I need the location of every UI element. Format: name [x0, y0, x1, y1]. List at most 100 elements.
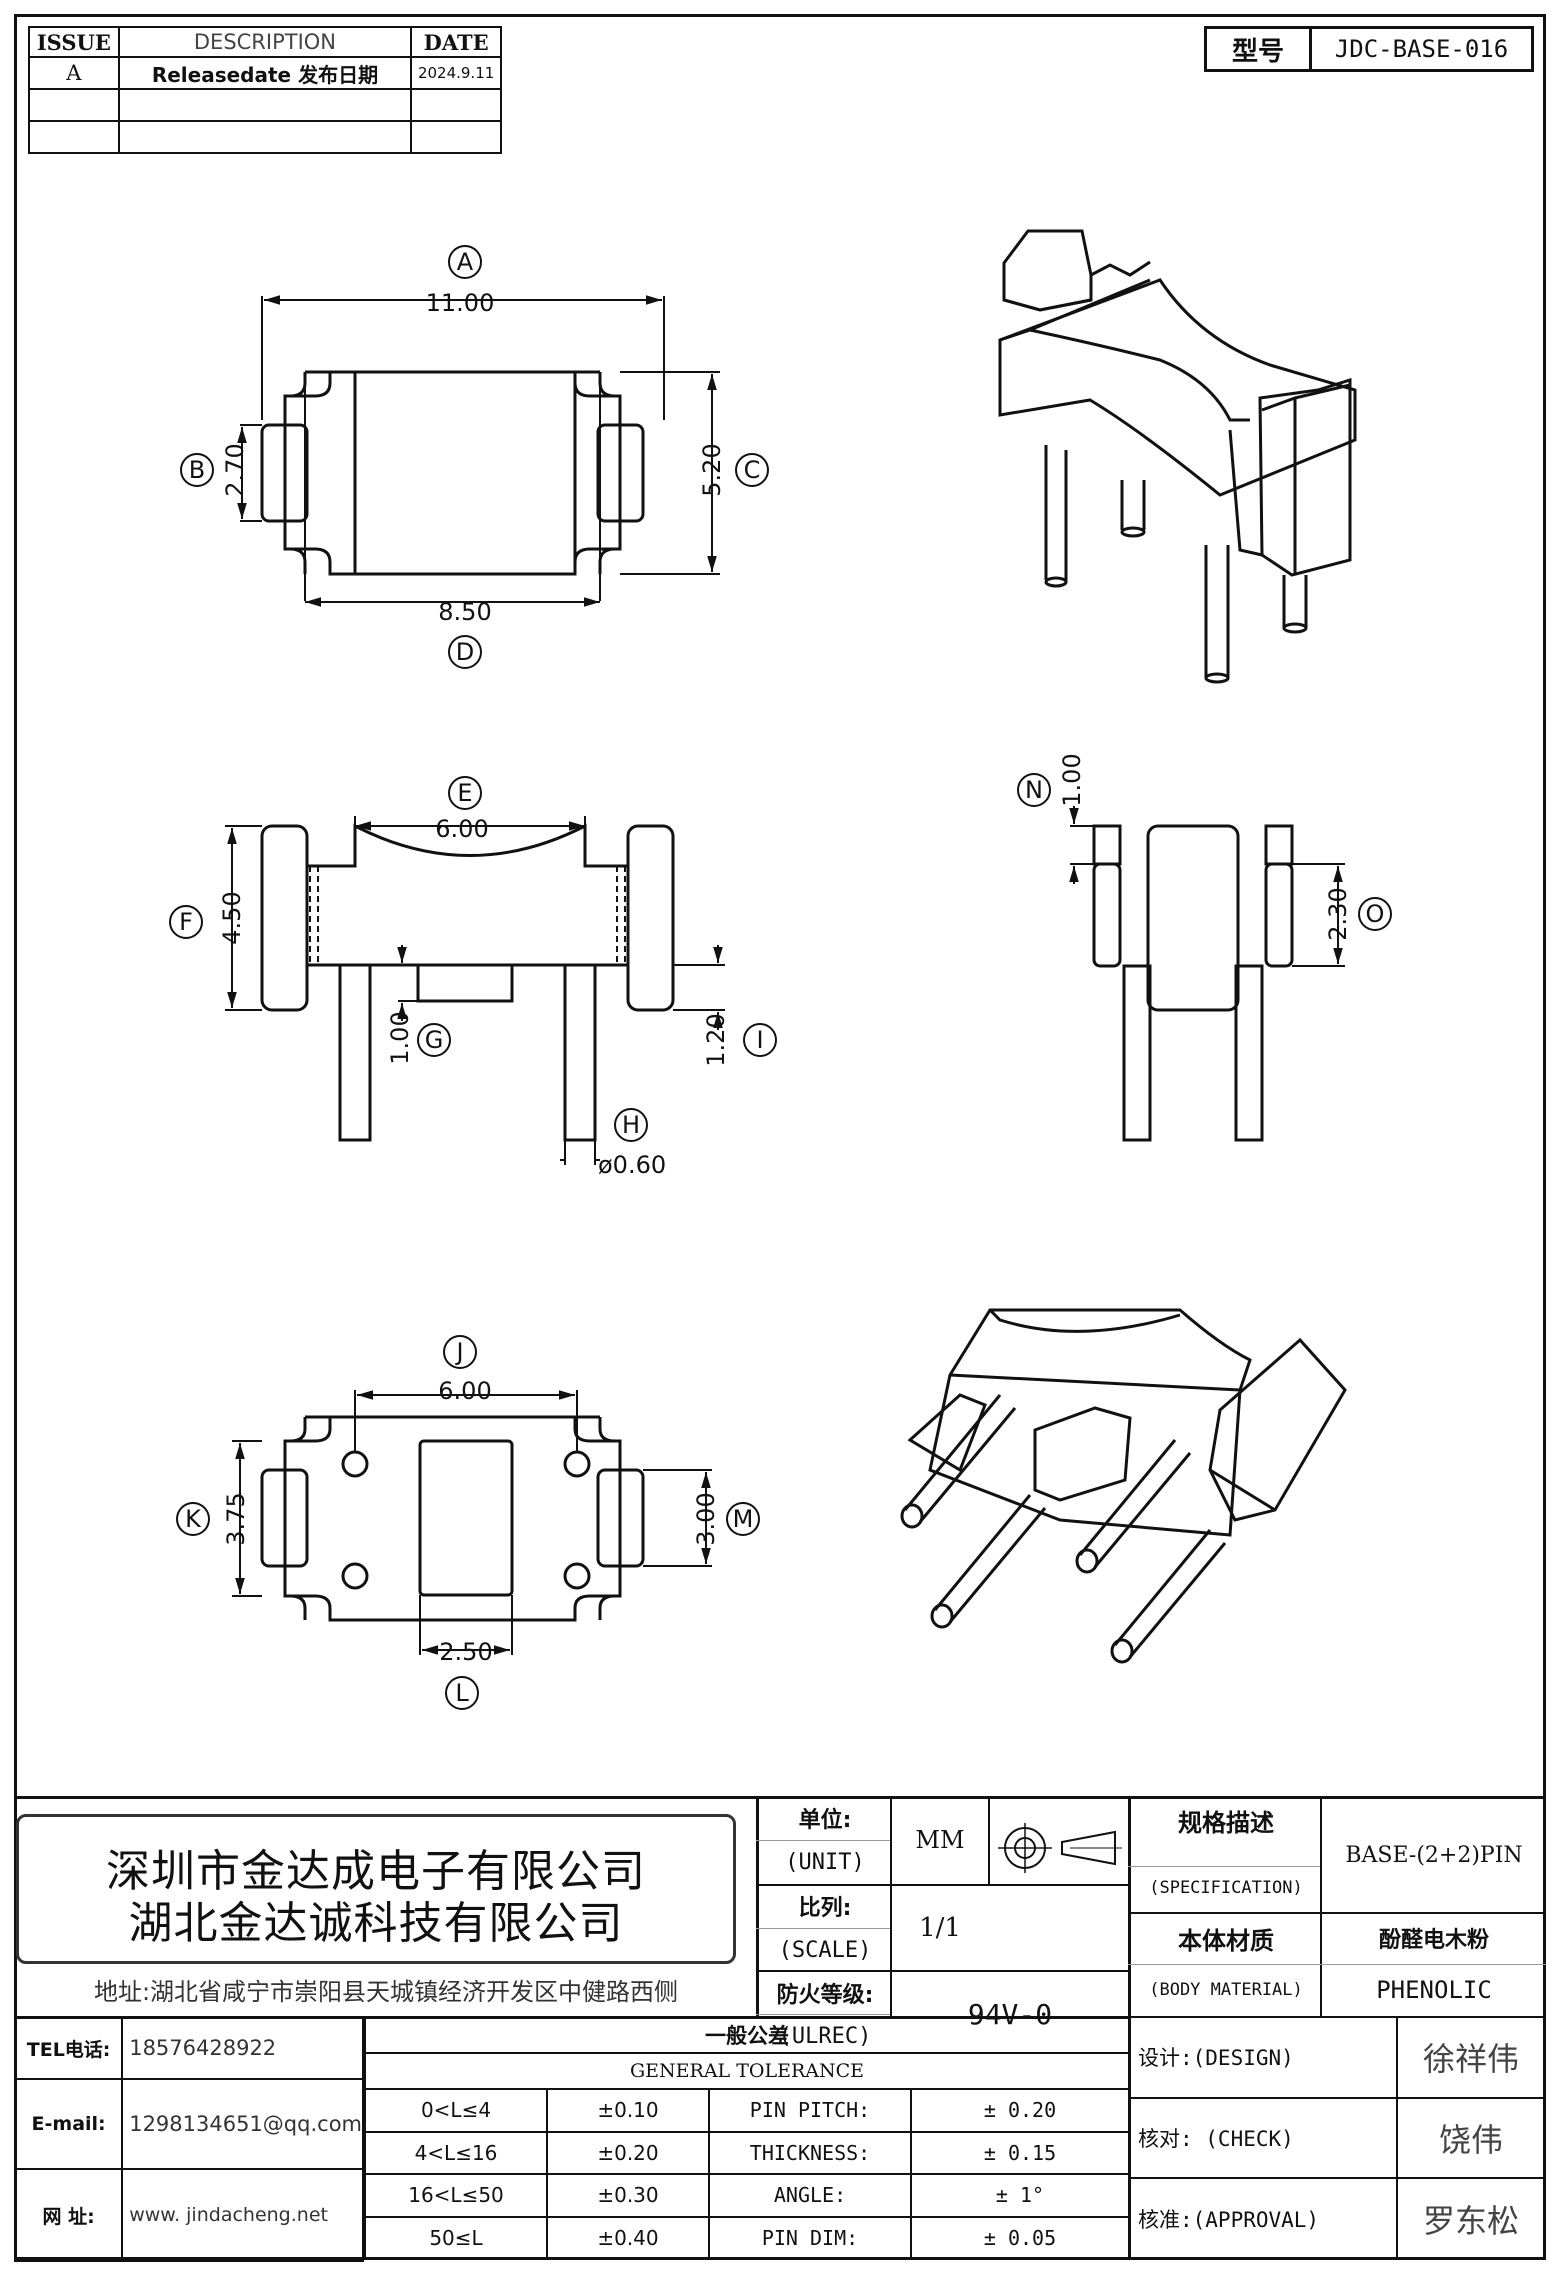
tolerance-title-cn: 一般公差	[364, 2016, 1130, 2054]
rev-row1-date: 2024.9.11	[410, 56, 502, 90]
tolerance-title-en: GENERAL TOLERANCE	[364, 2052, 1130, 2090]
approval-value: 罗东松	[1396, 2177, 1546, 2260]
dim-B-value: 2.70	[221, 443, 249, 496]
rev-row3-description	[117, 120, 413, 154]
signature-table: 设计:(DESIGN) 徐祥伟 核对: (CHECK) 饶伟 核准:(APPRO…	[1128, 2016, 1546, 2260]
tol-row3-item: ANGLE:	[708, 2173, 912, 2218]
hline-3	[756, 1840, 890, 1841]
hline-8	[1128, 1866, 1320, 1867]
tol-row3-range: 16<L≤50	[364, 2173, 548, 2218]
divider-3	[988, 1796, 990, 1884]
rev-header-description: DESCRIPTION	[117, 26, 413, 58]
top-view	[260, 370, 645, 601]
tolerance-table: 一般公差 GENERAL TOLERANCE 0<L≤4 ±0.10 PIN P…	[364, 2016, 1130, 2260]
dim-N-letter: N	[1025, 776, 1043, 804]
material-value-en: PHENOLIC	[1376, 1976, 1492, 2004]
divider-2	[890, 1796, 892, 2016]
hline-2	[756, 1970, 1128, 1972]
rev-header-issue: ISSUE	[28, 26, 120, 58]
dim-G-circle	[417, 1023, 451, 1057]
dim-B-circle	[180, 453, 214, 487]
rev-row1-description: Releasedate 发布日期	[117, 56, 413, 90]
material-label-en: (BODY MATERIAL)	[1149, 1980, 1303, 2000]
dim-H-letter: H	[622, 1111, 640, 1139]
hline-5	[756, 2014, 890, 2015]
tol-row2-tol: ±0.20	[546, 2130, 710, 2175]
dim-D-letter: D	[456, 638, 474, 666]
top-view-dimensions	[237, 295, 720, 607]
dim-I-letter: I	[756, 1026, 763, 1054]
tol-row4-value: ± 0.05	[910, 2215, 1130, 2260]
side-view	[1092, 824, 1294, 1142]
dim-D-circle	[448, 635, 482, 669]
revision-table: ISSUE DESCRIPTION DATE A Releasedate 发布日…	[28, 26, 502, 154]
email-label: E-mail:	[13, 2078, 124, 2170]
dim-C-value: 5.20	[698, 443, 726, 496]
scale-value: 1/1	[919, 1913, 961, 1943]
front-view-dimensions	[225, 816, 725, 1165]
part-number-box: 型号 JDC-BASE-016	[1204, 26, 1534, 72]
material-label-cn: 本体材质	[1178, 1926, 1274, 1955]
spec-label-cn: 规格描述	[1178, 1808, 1274, 1837]
hline-9	[1128, 1964, 1320, 1965]
dim-K-circle	[176, 1502, 210, 1536]
scale-label-en: (SCALE)	[778, 1937, 872, 1963]
design-label: 设计:(DESIGN)	[1128, 2016, 1398, 2099]
dim-L-circle	[445, 1676, 479, 1710]
tol-row4-tol: ±0.40	[546, 2215, 710, 2260]
tol-row2-value: ± 0.15	[910, 2130, 1130, 2175]
rev-row3-date	[410, 120, 502, 154]
unit-value: MM	[915, 1826, 965, 1854]
tol-row4-range: 50≤L	[364, 2215, 548, 2260]
design-value: 徐祥伟	[1396, 2016, 1546, 2099]
ul-label-cn: 防火等级:	[776, 1983, 874, 2008]
dim-J-value: 6.00	[438, 1377, 491, 1405]
tel-value: 18576428922	[121, 2016, 364, 2080]
title-block	[14, 1796, 1546, 2263]
dim-O-letter: O	[1366, 900, 1385, 928]
check-label: 核对: (CHECK)	[1128, 2096, 1398, 2180]
dim-H-value: ø0.60	[598, 1151, 666, 1179]
dim-O-value: 2.30	[1324, 887, 1352, 940]
web-label: 网 址:	[13, 2168, 124, 2262]
dim-A-circle	[448, 245, 482, 279]
rev-row1-issue: A	[28, 56, 120, 90]
dim-N-value: 1.00	[1058, 753, 1086, 806]
dim-F-circle	[169, 905, 203, 939]
company-address: 地址:湖北省咸宁市崇阳县天城镇经济开发区中健路西侧	[93, 1977, 679, 2006]
dim-A-letter: A	[457, 248, 474, 276]
dim-M-letter: M	[733, 1505, 754, 1533]
hline-1	[756, 1884, 1128, 1886]
tol-row1-value: ± 0.20	[910, 2088, 1130, 2133]
divider-1	[756, 1796, 759, 2016]
dim-K-value: 3.75	[222, 1492, 250, 1545]
side-view-dimensions	[1069, 806, 1345, 967]
dim-C-circle	[735, 453, 769, 487]
hline-7	[1320, 1964, 1546, 1965]
dim-H-circle	[614, 1108, 648, 1142]
front-view	[260, 823, 675, 1142]
dim-B-letter: B	[189, 456, 205, 484]
rev-row2-description	[117, 88, 413, 122]
dim-G-value: 1.00	[386, 1011, 414, 1064]
company-block: 深圳市金达成电子有限公司 湖北金达诚科技有限公司	[16, 1814, 736, 1964]
tol-row1-item: PIN PITCH:	[708, 2088, 912, 2133]
dim-E-letter: E	[457, 779, 472, 807]
web-value: www. jindacheng.net	[121, 2168, 364, 2262]
bottom-view-dimensions	[232, 1390, 712, 1655]
unit-label-cn: 单位:	[798, 1808, 852, 1833]
dim-F-value: 4.50	[218, 891, 246, 944]
check-value: 饶伟	[1396, 2096, 1546, 2180]
dim-E-circle	[448, 776, 482, 810]
dim-K-letter: K	[185, 1505, 202, 1533]
projection-symbol-icon	[998, 1823, 1122, 1873]
dim-J-circle	[443, 1335, 477, 1369]
dim-O-circle	[1358, 897, 1392, 931]
spec-label-en: (SPECIFICATION)	[1149, 1878, 1303, 1898]
dim-E-value: 6.00	[435, 815, 488, 843]
dim-M-value: 3.00	[692, 1492, 720, 1545]
hline-6	[1128, 1912, 1546, 1914]
tel-label: TEL电话:	[13, 2016, 124, 2080]
tol-row3-tol: ±0.30	[546, 2173, 710, 2218]
tol-row2-item: THICKNESS:	[708, 2130, 912, 2175]
